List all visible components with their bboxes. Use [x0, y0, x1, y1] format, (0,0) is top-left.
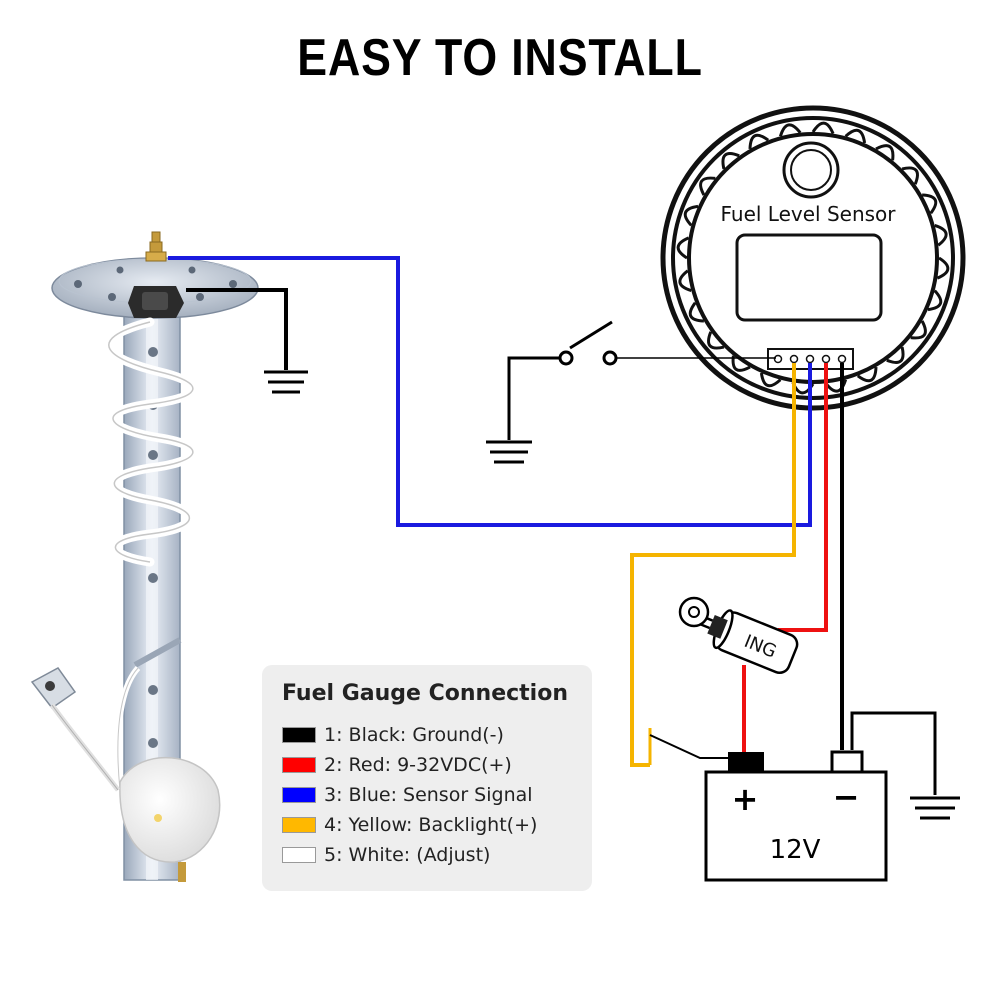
yellow-wire [630, 363, 796, 767]
black-swatch [282, 727, 316, 743]
bezel-knurl-ridge [856, 367, 878, 383]
legend-item-white: 5: White: (Adjust) [282, 840, 592, 870]
red-wire [778, 363, 828, 632]
switch-contact-right [602, 350, 618, 366]
battery-positive-terminal [728, 752, 764, 772]
bezel-knurl-ridge [922, 193, 938, 215]
bezel-knurl-ridge [699, 176, 716, 196]
bezel-knurl-ridge [676, 236, 690, 260]
white-swatch [282, 847, 316, 863]
fuel-sender-unit [30, 231, 259, 882]
ground-symbol-sender [264, 370, 308, 394]
legend-title: Fuel Gauge Connection [282, 681, 568, 706]
page-title: EASY TO INSTALL [297, 29, 703, 87]
bezel-knurl-ridge [721, 152, 740, 170]
yellow-swatch [282, 817, 316, 833]
blue-swatch [282, 787, 316, 803]
battery: + − 12V [704, 750, 888, 882]
legend-item-label: 3: Blue: Sensor Signal [324, 784, 533, 806]
bezel-knurl-ridge [936, 256, 950, 280]
gauge-label: Fuel Level Sensor [720, 202, 896, 226]
wires [168, 256, 937, 795]
bezel-knurl-ridge [844, 128, 867, 144]
battery-negative-terminal [830, 750, 864, 774]
sender-ground-wire [186, 288, 288, 370]
adjust-switch-wire [507, 356, 563, 440]
red-swatch [282, 757, 316, 773]
battery-minus-sign: − [833, 778, 860, 816]
blue-wire [168, 256, 812, 527]
bezel-knurl-ridge [778, 123, 802, 137]
legend-item-label: 5: White: (Adjust) [324, 844, 491, 866]
bezel-knurl-ridge [886, 346, 905, 364]
bezel-knurl-ridge [678, 269, 692, 293]
ground-symbol-battery [910, 796, 960, 820]
bezel-knurl-ridge [683, 204, 699, 227]
fuel-gauge: Fuel Level Sensor [660, 105, 966, 411]
bezel-knurl-ridge [934, 223, 948, 247]
battery-plus-sign: + [732, 780, 759, 818]
wire-color-legend: Fuel Gauge Connection 1: Black: Ground(-… [262, 665, 592, 891]
legend-item-label: 4: Yellow: Backlight(+) [324, 814, 538, 836]
bezel-knurl-ridge [731, 355, 751, 372]
bezel-knurl-ridge [875, 144, 895, 161]
ignition-key-switch: ING [678, 596, 799, 675]
legend-item-black: 1: Black: Ground(-) [282, 720, 592, 750]
bezel-knurl-ridge [759, 372, 782, 388]
legend-item-label: 2: Red: 9-32VDC(+) [324, 754, 512, 776]
battery-voltage-label: 12V [770, 835, 821, 865]
bezel-knurl-ridge [748, 133, 770, 149]
legend-item-yellow: 4: Yellow: Backlight(+) [282, 810, 592, 840]
ground-symbol-switch [486, 440, 532, 464]
battery-ground-wire [850, 711, 937, 795]
switch-contact-left [558, 350, 574, 366]
bezel-knurl-ridge [901, 166, 919, 185]
bezel-knurl-ridge [707, 331, 725, 350]
legend-item-label: 1: Black: Ground(-) [324, 724, 504, 746]
bezel-knurl-ridge [811, 121, 835, 135]
bezel-knurl-ridge [927, 289, 943, 312]
legend-item-blue: 3: Blue: Sensor Signal [282, 780, 592, 810]
bezel-knurl-ridge [688, 301, 704, 323]
legend-item-red: 2: Red: 9-32VDC(+) [282, 750, 592, 780]
bezel-knurl-ridge [910, 320, 927, 340]
